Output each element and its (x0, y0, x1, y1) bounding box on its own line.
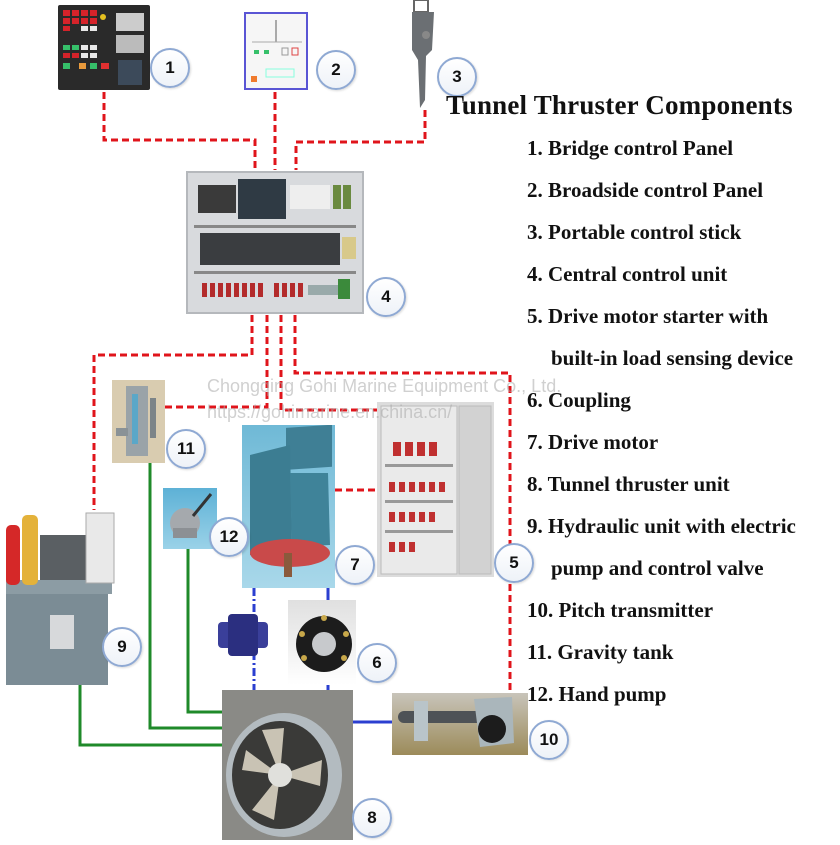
badge-11: 11 (166, 429, 206, 469)
watermark-url: https://gohimarine.en.china.cn/ (207, 402, 453, 422)
badge-3: 3 (437, 57, 477, 97)
legend-item-9-cont: pump and control valve (551, 556, 764, 580)
badge-8: 8 (352, 798, 392, 838)
legend-item-9: 9. Hydraulic unit with electric (527, 514, 796, 538)
badge-6: 6 (357, 643, 397, 683)
badge-2: 2 (316, 50, 356, 90)
link-central-to-hydraulic (92, 315, 254, 510)
badge-12: 12 (209, 517, 249, 557)
watermark-company: Chongqing Gohi Marine Equipment Co., Ltd… (207, 376, 562, 396)
badge-5: 5 (494, 543, 534, 583)
central-control-unit-image (186, 171, 364, 314)
badge-9: 9 (102, 627, 142, 667)
hydraulic-unit-image (2, 505, 117, 690)
gravity-tank-image (112, 380, 165, 463)
broadside-control-panel-image (244, 12, 308, 90)
link-control-stick-to-central (294, 110, 427, 170)
legend-item-12: 12. Hand pump (527, 682, 667, 706)
badge-1: 1 (150, 48, 190, 88)
bridge-control-panel-image (58, 5, 150, 90)
link-hand-pump-to-thruster (186, 548, 222, 714)
legend-item-4: 4. Central control unit (527, 262, 728, 286)
drive-motor-image (242, 424, 335, 588)
drive-motor-starter-image (377, 402, 494, 577)
legend-item-6: 6. Coupling (527, 388, 631, 412)
legend-item-5: 5. Drive motor starter with (527, 304, 769, 328)
link-central-to-pitch-transmitter (293, 315, 512, 695)
badge-7: 7 (335, 545, 375, 585)
legend-item-8: 8. Tunnel thruster unit (527, 472, 730, 496)
legend-item-1: 1. Bridge control Panel (527, 136, 734, 160)
diagram-title: Tunnel Thruster Components (446, 90, 793, 120)
legend-item-2: 2. Broadside control Panel (527, 178, 764, 202)
pitch-transmitter-image (392, 693, 528, 755)
badge-4: 4 (366, 277, 406, 317)
link-bridge-panel-to-central (102, 92, 257, 170)
legend-item-11: 11. Gravity tank (527, 640, 674, 664)
alternate-coupling-image (212, 608, 274, 662)
coupling-image (288, 600, 356, 685)
tunnel-thruster-unit-image (222, 690, 353, 840)
badge-10: 10 (529, 720, 569, 760)
link-central-to-starter (279, 315, 380, 412)
legend-item-5-cont: built-in load sensing device (551, 346, 794, 370)
portable-control-stick-image (410, 0, 436, 110)
legend-item-7: 7. Drive motor (527, 430, 659, 454)
legend-item-3: 3. Portable control stick (527, 220, 742, 244)
link-central-to-gravity-tank (165, 315, 269, 409)
hand-pump-image (163, 488, 217, 549)
legend-item-10: 10. Pitch transmitter (527, 598, 714, 622)
link-gravity-tank-to-thruster (148, 463, 222, 730)
